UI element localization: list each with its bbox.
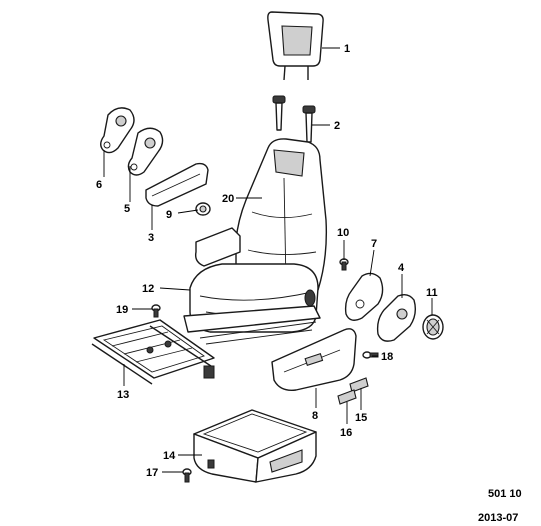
headrest-guides <box>272 95 316 143</box>
levers-15-16 <box>337 377 369 405</box>
callout-6: 6 <box>96 179 102 191</box>
seat-frame <box>91 319 215 385</box>
side-trim-8 <box>271 328 357 391</box>
diagram-reference: 501 10 2013-07 <box>478 488 522 524</box>
callout-12: 12 <box>142 283 154 295</box>
armrest-pad <box>145 162 209 207</box>
callout-10: 10 <box>337 227 349 239</box>
callout-15: 15 <box>355 412 367 424</box>
callout-20: 20 <box>222 193 234 205</box>
callout-1: 1 <box>344 43 350 55</box>
callout-2: 2 <box>334 120 340 132</box>
callout-4: 4 <box>398 262 405 274</box>
knob-11 <box>422 314 444 340</box>
headrest <box>267 11 324 81</box>
diagram-date: 2013-07 <box>478 512 518 524</box>
leader-lines <box>103 47 433 473</box>
callout-11: 11 <box>426 287 438 299</box>
screw-10 <box>339 258 349 271</box>
side-cover-7 <box>344 272 384 321</box>
callout-18: 18 <box>381 351 393 363</box>
side-panel-4 <box>376 293 417 342</box>
screw-17 <box>182 468 192 483</box>
callout-14: 14 <box>163 450 176 462</box>
callout-3: 3 <box>148 232 154 244</box>
callout-8: 8 <box>312 410 318 422</box>
hinge-bracket-6 <box>100 107 135 154</box>
callout-labels: 1 2 3 4 5 6 7 8 9 10 11 12 13 14 15 16 1… <box>96 43 438 479</box>
diagram-number: 501 10 <box>488 488 522 500</box>
callout-7: 7 <box>371 238 377 250</box>
callout-17: 17 <box>146 467 158 479</box>
callout-19: 19 <box>116 304 128 316</box>
screw-19 <box>151 304 161 318</box>
screw-18 <box>362 351 379 359</box>
callout-5: 5 <box>124 203 130 215</box>
seat-assembly <box>183 138 327 345</box>
storage-drawer <box>193 409 317 483</box>
callout-16: 16 <box>340 427 352 439</box>
callout-9: 9 <box>166 209 172 221</box>
callout-13: 13 <box>117 389 129 401</box>
round-cap <box>195 202 211 216</box>
hinge-bracket-5 <box>127 127 164 176</box>
